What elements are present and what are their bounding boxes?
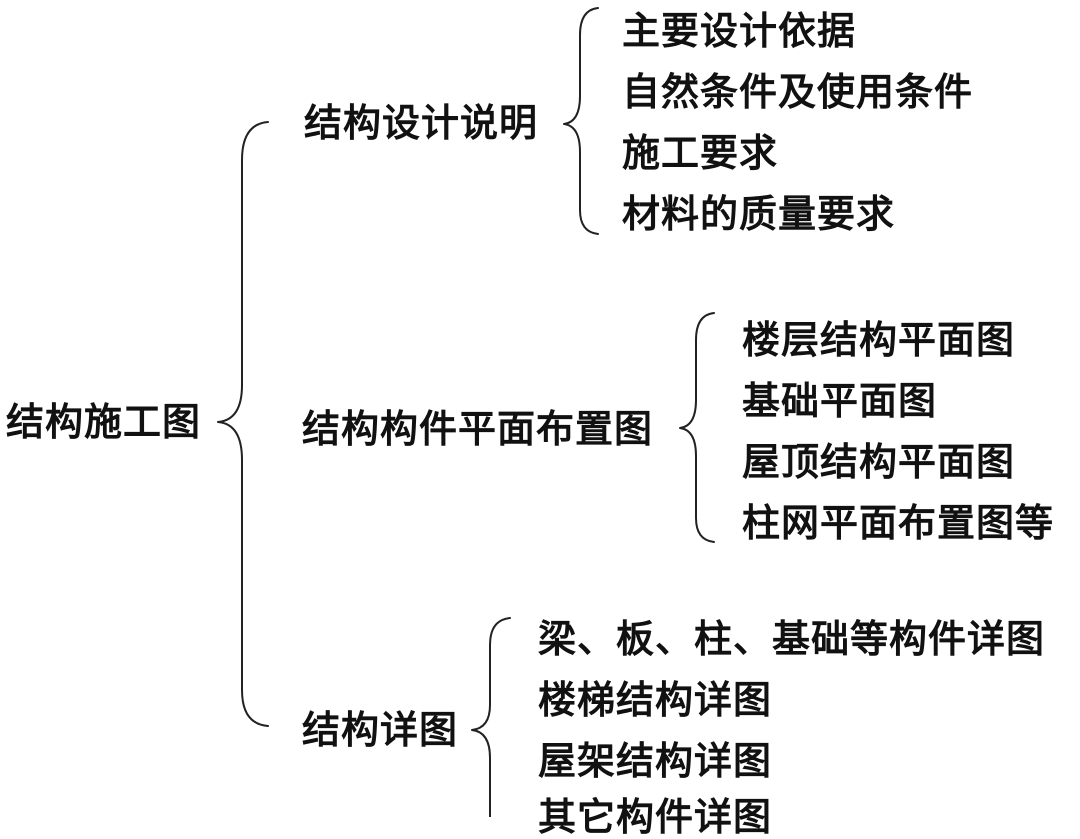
brace-lines — [217, 7, 715, 817]
branch-1-item-2: 自然条件及使用条件 — [622, 69, 974, 114]
branch-1-item-4: 材料的质量要求 — [622, 191, 896, 236]
branch-3-brace — [471, 617, 511, 817]
branch-1-item-1: 主要设计依据 — [622, 8, 857, 53]
root-label: 结构施工图 — [6, 399, 202, 444]
branch-1-item-3: 施工要求 — [622, 130, 779, 175]
branch-3-item-2: 楼梯结构详图 — [538, 677, 773, 722]
branch-2-item-3: 屋顶结构平面图 — [742, 439, 1016, 484]
branch-2-label: 结构构件平面布置图 — [302, 406, 654, 451]
root-brace — [217, 121, 269, 727]
branch-2-item-4: 柱网平面布置图等 — [742, 500, 1055, 545]
branch-3-item-4: 其它构件详图 — [538, 794, 773, 839]
branch-3-item-3: 屋架结构详图 — [538, 738, 773, 783]
branch-2-item-1: 楼层结构平面图 — [742, 317, 1016, 362]
branch-3-item-1: 梁、板、柱、基础等构件详图 — [538, 616, 1046, 661]
branch-1-label: 结构设计说明 — [304, 100, 539, 145]
branch-2-brace — [679, 312, 715, 543]
branch-3-label: 结构详图 — [302, 707, 459, 752]
branch-1-brace — [563, 7, 599, 235]
branch-2-item-2: 基础平面图 — [742, 378, 938, 423]
